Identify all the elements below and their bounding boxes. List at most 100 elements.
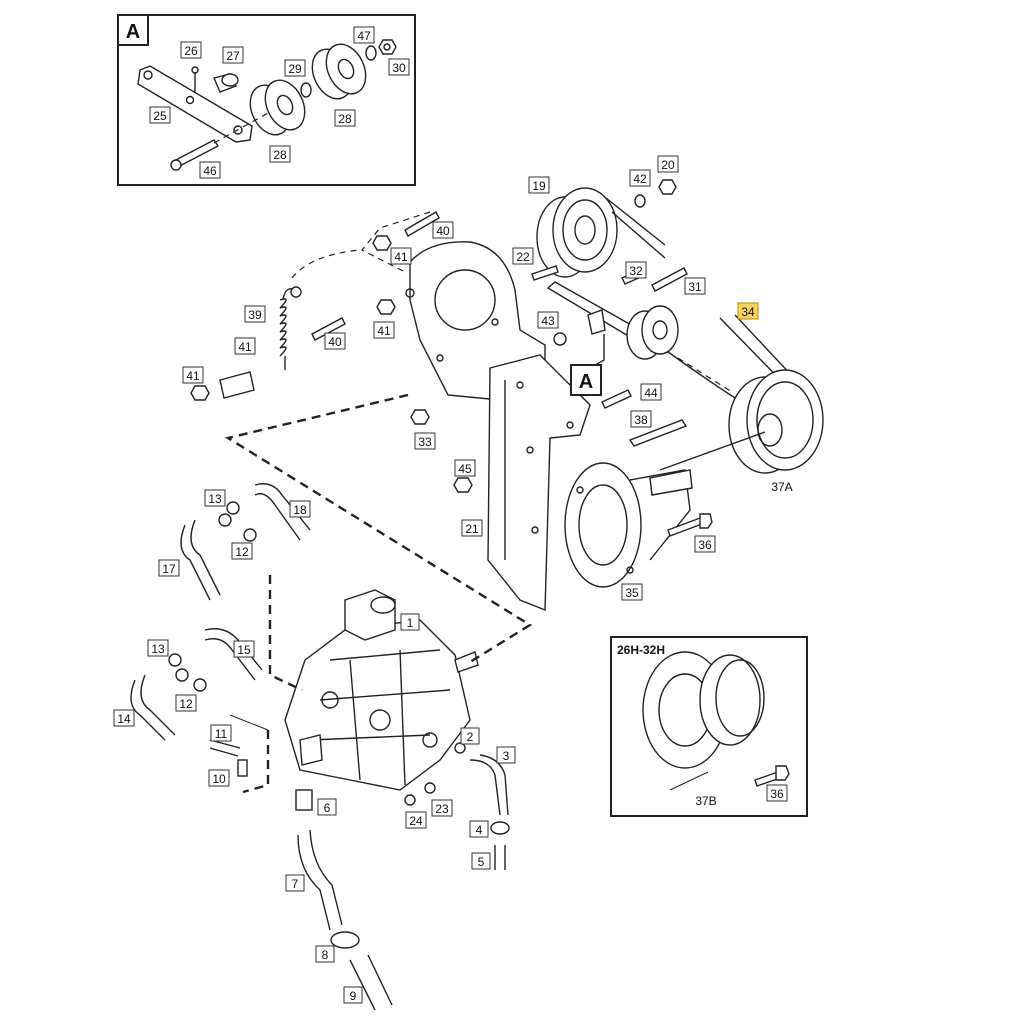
label-21: 21 — [461, 519, 483, 537]
label-47: 47 — [353, 26, 375, 44]
pulley-37a — [659, 369, 824, 474]
label-22: 22 — [512, 247, 534, 265]
label-15: 15 — [233, 640, 255, 658]
label-41c: 41 — [234, 337, 256, 355]
svg-text:35: 35 — [625, 586, 639, 600]
label-41d: 41 — [182, 366, 204, 384]
svg-text:1: 1 — [407, 616, 414, 630]
label-40b: 40 — [324, 332, 346, 350]
label-37a: 37A — [771, 480, 792, 494]
svg-text:23: 23 — [435, 802, 449, 816]
assembly-dashed-paths — [224, 393, 533, 794]
svg-text:41: 41 — [238, 340, 252, 354]
label-45: 45 — [454, 459, 476, 477]
svg-text:43: 43 — [541, 314, 555, 328]
svg-text:13: 13 — [208, 492, 222, 506]
label-40a: 40 — [432, 221, 454, 239]
svg-text:9: 9 — [350, 989, 357, 1003]
inset-26h-title: 26H-32H — [617, 643, 665, 657]
label-37b: 37B — [695, 794, 716, 808]
svg-text:20: 20 — [661, 158, 675, 172]
label-41b: 41 — [373, 321, 395, 339]
label-29: 29 — [284, 59, 306, 77]
svg-text:41: 41 — [377, 324, 391, 338]
svg-text:12: 12 — [235, 545, 249, 559]
svg-text:22: 22 — [516, 250, 530, 264]
svg-text:31: 31 — [688, 280, 702, 294]
label-10: 10 — [208, 769, 230, 787]
svg-text:24: 24 — [409, 814, 423, 828]
svg-text:5: 5 — [478, 855, 485, 869]
label-26: 26 — [180, 41, 202, 59]
svg-text:40: 40 — [328, 335, 342, 349]
svg-text:12: 12 — [179, 697, 193, 711]
svg-text:8: 8 — [322, 948, 329, 962]
label-28b: 28 — [269, 145, 291, 163]
svg-text:36: 36 — [698, 538, 712, 552]
label-44: 44 — [640, 383, 662, 401]
svg-text:44: 44 — [644, 386, 658, 400]
svg-text:46: 46 — [203, 164, 217, 178]
label-11: 11 — [210, 724, 232, 742]
svg-text:14: 14 — [117, 712, 131, 726]
inset-a-letter-box — [117, 14, 149, 46]
svg-text:40: 40 — [436, 224, 450, 238]
svg-text:21: 21 — [465, 522, 479, 536]
label-33: 33 — [414, 432, 436, 450]
injection-pump-1 — [284, 589, 479, 791]
svg-text:27: 27 — [226, 49, 240, 63]
svg-text:11: 11 — [215, 727, 228, 741]
mount-plate-21 — [487, 354, 591, 612]
svg-text:33: 33 — [418, 435, 432, 449]
label-42: 42 — [629, 169, 651, 187]
label-9: 9 — [343, 986, 363, 1004]
label-13a: 13 — [204, 489, 226, 507]
svg-text:13: 13 — [151, 642, 165, 656]
label-25: 25 — [149, 106, 171, 124]
svg-text:30: 30 — [392, 61, 406, 75]
label-31: 31 — [684, 277, 706, 295]
svg-text:15: 15 — [237, 643, 251, 657]
label-19: 19 — [528, 176, 550, 194]
svg-text:41: 41 — [394, 250, 408, 264]
label-4: 4 — [469, 820, 489, 838]
svg-text:2: 2 — [467, 730, 474, 744]
svg-text:32: 32 — [629, 264, 643, 278]
part-labels: 26 27 25 29 47 30 28 28 46 19 20 42 22 3… — [113, 26, 793, 1004]
label-32: 32 — [625, 261, 647, 279]
upper-bracket-assembly — [291, 211, 641, 612]
label-27: 27 — [222, 46, 244, 64]
key-38 — [628, 419, 688, 447]
bracket-plate-25 — [137, 65, 253, 143]
callout-a-letter: A — [579, 371, 593, 393]
lower-hoses — [295, 742, 510, 1011]
inset-a-letter: A — [126, 21, 140, 43]
label-43: 43 — [537, 311, 559, 329]
label-39: 39 — [244, 305, 266, 323]
label-35: 35 — [621, 583, 643, 601]
svg-text:6: 6 — [324, 801, 331, 815]
svg-text:26: 26 — [184, 44, 198, 58]
svg-text:29: 29 — [288, 62, 302, 76]
label-2: 2 — [460, 727, 480, 745]
hose-fittings — [130, 483, 311, 777]
svg-text:19: 19 — [532, 179, 546, 193]
label-14: 14 — [113, 709, 135, 727]
label-18: 18 — [289, 500, 311, 518]
svg-text:18: 18 — [293, 503, 307, 517]
label-30: 30 — [388, 58, 410, 76]
label-6: 6 — [317, 798, 337, 816]
svg-text:7: 7 — [292, 877, 299, 891]
label-20: 20 — [657, 155, 679, 173]
svg-text:42: 42 — [633, 172, 647, 186]
svg-text:34: 34 — [741, 305, 755, 319]
label-36a: 36 — [694, 535, 716, 553]
label-12b: 12 — [175, 694, 197, 712]
pulley-19 — [531, 179, 688, 292]
label-12a: 12 — [231, 542, 253, 560]
label-8: 8 — [315, 945, 335, 963]
svg-text:39: 39 — [248, 308, 262, 322]
label-1: 1 — [400, 613, 420, 631]
label-5: 5 — [471, 852, 491, 870]
label-17: 17 — [158, 559, 180, 577]
